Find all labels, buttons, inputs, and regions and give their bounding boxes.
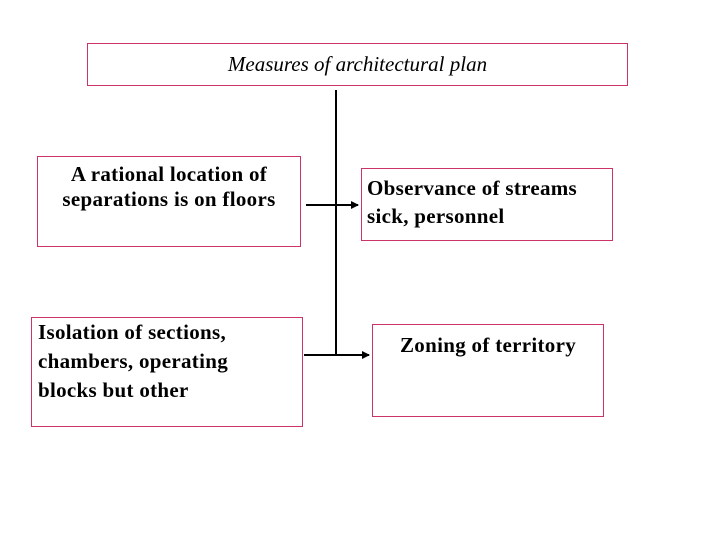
node-isolation-sections: Isolation of sections, chambers, operati…	[31, 317, 303, 427]
node-zoning-territory-text: Zoning of territory	[400, 333, 576, 357]
title-box: Measures of architectural plan	[87, 43, 628, 86]
node-observance-streams: Observance of streams sick, personnel	[361, 168, 613, 241]
node-rational-location: A rational location of separations is on…	[37, 156, 301, 247]
node-observance-streams-text: Observance of streams sick, personnel	[367, 176, 578, 228]
node-zoning-territory: Zoning of territory	[372, 324, 604, 417]
node-isolation-sections-text: Isolation of sections, chambers, operati…	[38, 320, 229, 402]
node-rational-location-text: A rational location of separations is on…	[62, 162, 276, 211]
diagram-title: Measures of architectural plan	[227, 52, 488, 76]
